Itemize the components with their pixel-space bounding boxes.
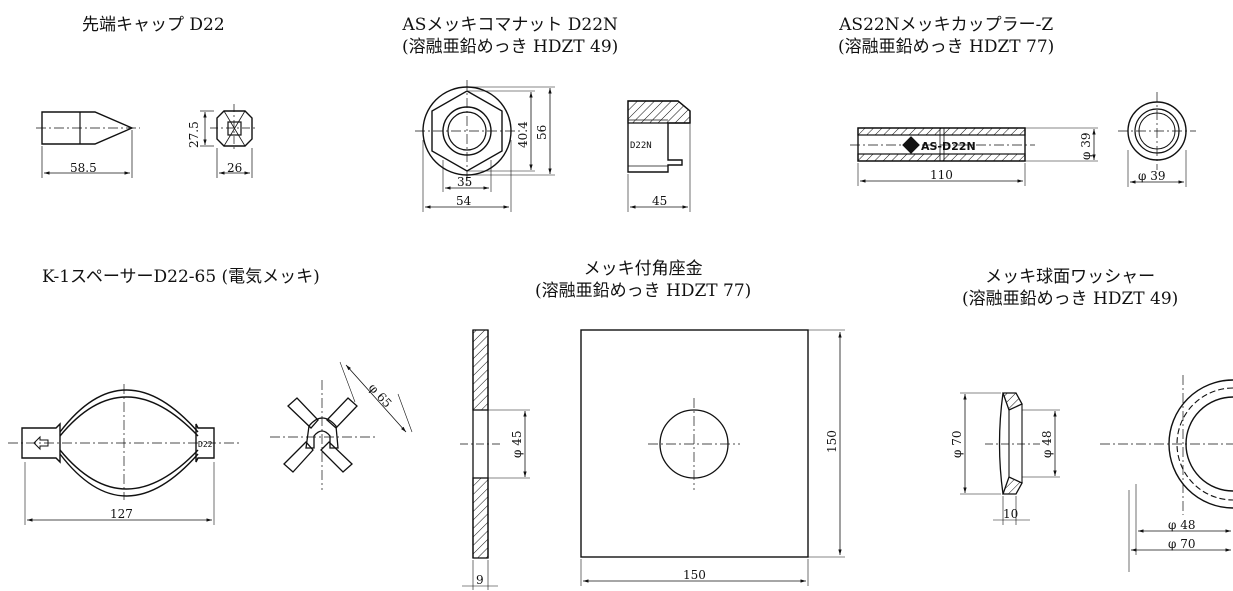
nut-title-line2: (溶融亜鉛めっき HDZT 49) [402, 37, 619, 57]
washer-side-view [460, 329, 530, 590]
spherical-front-outer-dim: φ 70 [1168, 537, 1196, 551]
spherical-front-inner-dim: φ 48 [1168, 518, 1196, 532]
washer-height-dim: 150 [825, 430, 839, 453]
coupler-end-dia-dim: φ 39 [1138, 169, 1166, 183]
nut-h1-dim: 40.4 [516, 121, 530, 148]
spherical-title: メッキ球面ワッシャー (溶融亜鉛めっき HDZT 49) [962, 266, 1178, 310]
coupler-end-view [1118, 92, 1196, 187]
spherical-title-line1: メッキ球面ワッシャー [985, 267, 1156, 287]
cap-side-view [36, 111, 140, 178]
nut-label: D22N [630, 141, 652, 151]
spacer-length-dim: 127 [110, 507, 133, 521]
spherical-outer-dim: φ 70 [950, 431, 964, 459]
spacer-dia-dim: φ 65 [366, 381, 395, 411]
washer-title-line2: (溶融亜鉛めっき HDZT 77) [535, 281, 752, 301]
spherical-side-view [960, 392, 1060, 525]
coupler-title-line1: AS22Nメッキカップラー-Z [839, 15, 1054, 35]
cap-width-dim: 26 [227, 161, 242, 175]
washer-width-dim: 150 [683, 568, 706, 582]
spherical-thick-dim: 10 [1003, 507, 1018, 521]
nut-side-view [627, 100, 691, 212]
nut-inner-dim: 35 [457, 175, 472, 189]
coupler-label: AS-D22N [921, 140, 976, 153]
coupler-title: AS22Nメッキカップラー-Z (溶融亜鉛めっき HDZT 77) [838, 14, 1054, 58]
cap-title: 先端キャップ D22 [82, 15, 225, 35]
cap-length-dim: 58.5 [70, 161, 97, 175]
washer-title: メッキ付角座金 (溶融亜鉛めっき HDZT 77) [535, 258, 751, 302]
washer-title-line1: メッキ付角座金 [583, 259, 703, 279]
nut-h2-dim: 56 [535, 125, 549, 140]
nut-front-view [415, 80, 555, 212]
washer-hole-dim: φ 45 [510, 431, 524, 459]
coupler-side-view [850, 127, 1098, 186]
nut-title-line1: ASメッキコマナット D22N [402, 15, 618, 35]
spacer-side-view [8, 384, 240, 525]
cap-height-dim: 27.5 [187, 121, 201, 148]
spacer-title: K-1スペーサーD22-65 (電気メッキ) [42, 267, 320, 287]
coupler-side-dia-dim: φ 39 [1079, 133, 1093, 161]
nut-side-dim: 45 [652, 194, 667, 208]
washer-thick-dim: 9 [476, 573, 484, 587]
washer-front-view [580, 329, 845, 586]
nut-outer-dim: 54 [456, 194, 472, 208]
spacer-label: D22 [198, 440, 213, 449]
coupler-length-dim: 110 [930, 168, 953, 182]
spherical-inner-dim: φ 48 [1040, 431, 1054, 459]
cap-end-view [200, 104, 258, 178]
spherical-title-line2: (溶融亜鉛めっき HDZT 49) [962, 289, 1179, 309]
coupler-title-line2: (溶融亜鉛めっき HDZT 77) [838, 37, 1055, 57]
nut-title: ASメッキコマナット D22N (溶融亜鉛めっき HDZT 49) [402, 14, 618, 58]
spherical-front-view [1100, 375, 1233, 572]
spacer-end-view [270, 361, 413, 490]
